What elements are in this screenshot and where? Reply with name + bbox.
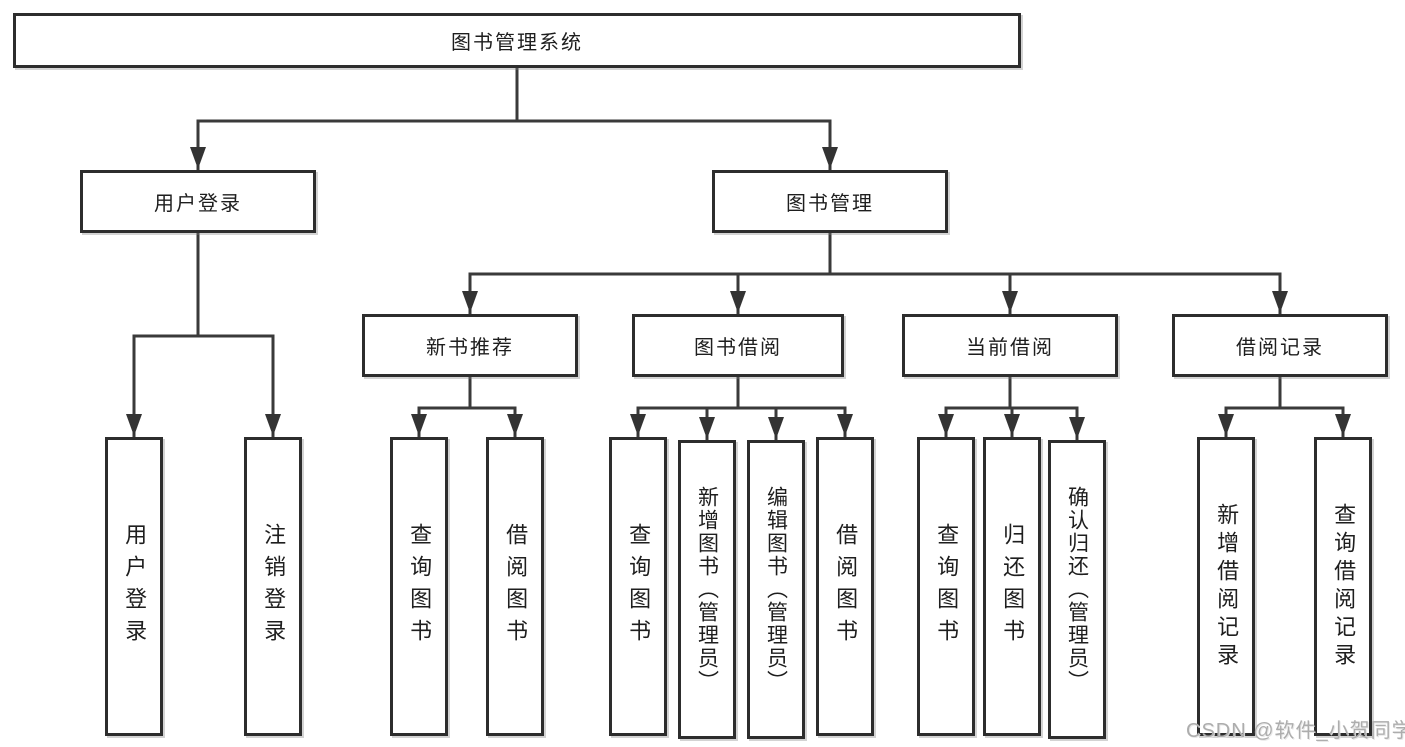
leaf-user-login: 用户登录 [105, 437, 163, 736]
node-root: 图书管理系统 [13, 13, 1021, 68]
leaf-query-books-borrowing-label: 查询图书 [626, 522, 652, 651]
node-new-book-recommend-label: 新书推荐 [426, 337, 514, 359]
leaf-query-books-current-label: 查询图书 [934, 522, 960, 651]
leaf-query-books-borrowing: 查询图书 [609, 437, 667, 736]
leaf-add-borrow-record: 新增借阅记录 [1197, 437, 1255, 736]
node-new-book-recommend: 新书推荐 [362, 314, 578, 377]
leaf-query-books-recommend: 查询图书 [390, 437, 448, 736]
leaf-edit-books-admin: 编辑图书（管理员） [747, 440, 805, 739]
node-user-login: 用户登录 [80, 170, 316, 233]
node-book-management: 图书管理 [712, 170, 948, 233]
leaf-borrow-books-recommend-label: 借阅图书 [503, 522, 529, 651]
leaf-edit-books-admin-label: 编辑图书（管理员） [764, 486, 788, 693]
node-user-login-label: 用户登录 [154, 193, 242, 215]
leaf-logout-label: 注销登录 [261, 522, 287, 651]
node-book-borrowing-label: 图书借阅 [694, 337, 782, 359]
leaf-add-books-admin: 新增图书（管理员） [678, 440, 736, 739]
leaf-query-borrow-record-label: 查询借阅记录 [1331, 502, 1357, 671]
leaf-query-books-recommend-label: 查询图书 [407, 522, 433, 651]
leaf-borrow-books-borrowing: 借阅图书 [816, 437, 874, 736]
leaf-logout: 注销登录 [244, 437, 302, 736]
leaf-return-books: 归还图书 [983, 437, 1041, 736]
leaf-borrow-books-recommend: 借阅图书 [486, 437, 544, 736]
leaf-borrow-books-borrowing-label: 借阅图书 [833, 522, 859, 651]
leaf-add-borrow-record-label: 新增借阅记录 [1214, 502, 1240, 671]
node-book-borrowing: 图书借阅 [632, 314, 844, 377]
leaf-query-borrow-record: 查询借阅记录 [1314, 437, 1372, 736]
leaf-query-books-current: 查询图书 [917, 437, 975, 736]
node-borrowing-records-label: 借阅记录 [1236, 337, 1324, 359]
leaf-confirm-return-admin-label: 确认归还（管理员） [1065, 486, 1089, 693]
leaf-user-login-label: 用户登录 [122, 522, 148, 651]
leaf-confirm-return-admin: 确认归还（管理员） [1048, 440, 1106, 739]
node-current-borrowing-label: 当前借阅 [966, 337, 1054, 359]
leaf-return-books-label: 归还图书 [1000, 522, 1026, 651]
node-book-management-label: 图书管理 [786, 193, 874, 215]
node-borrowing-records: 借阅记录 [1172, 314, 1388, 377]
node-current-borrowing: 当前借阅 [902, 314, 1118, 377]
csdn-watermark: CSDN @软件_小贺同学 [1186, 720, 1405, 742]
node-root-label: 图书管理系统 [451, 32, 583, 54]
leaf-add-books-admin-label: 新增图书（管理员） [695, 486, 719, 693]
